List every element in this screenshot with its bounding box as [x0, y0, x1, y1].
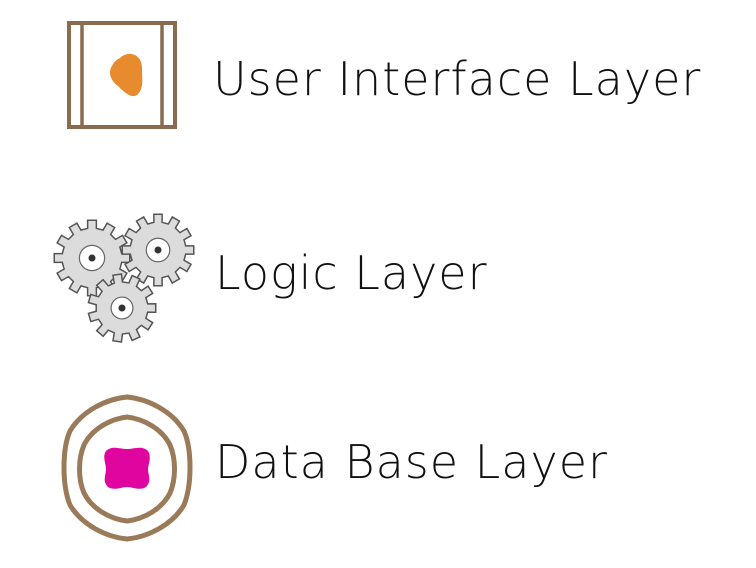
layer-label-data-base: Data Base Layer	[215, 435, 608, 489]
gear-icon	[121, 213, 195, 287]
layer-row-user-interface: User Interface Layer	[0, 0, 756, 160]
layer-label-logic: Logic Layer	[215, 246, 488, 300]
concentric-shapes-icon	[61, 394, 193, 542]
layer-row-logic: Logic Layer	[0, 190, 756, 360]
layer-row-data-base: Data Base Layer	[0, 375, 756, 555]
gears-icon	[53, 213, 195, 343]
window-frame-icon	[67, 21, 177, 129]
layer-label-user-interface: User Interface Layer	[213, 52, 702, 106]
gear-icon	[87, 273, 157, 343]
